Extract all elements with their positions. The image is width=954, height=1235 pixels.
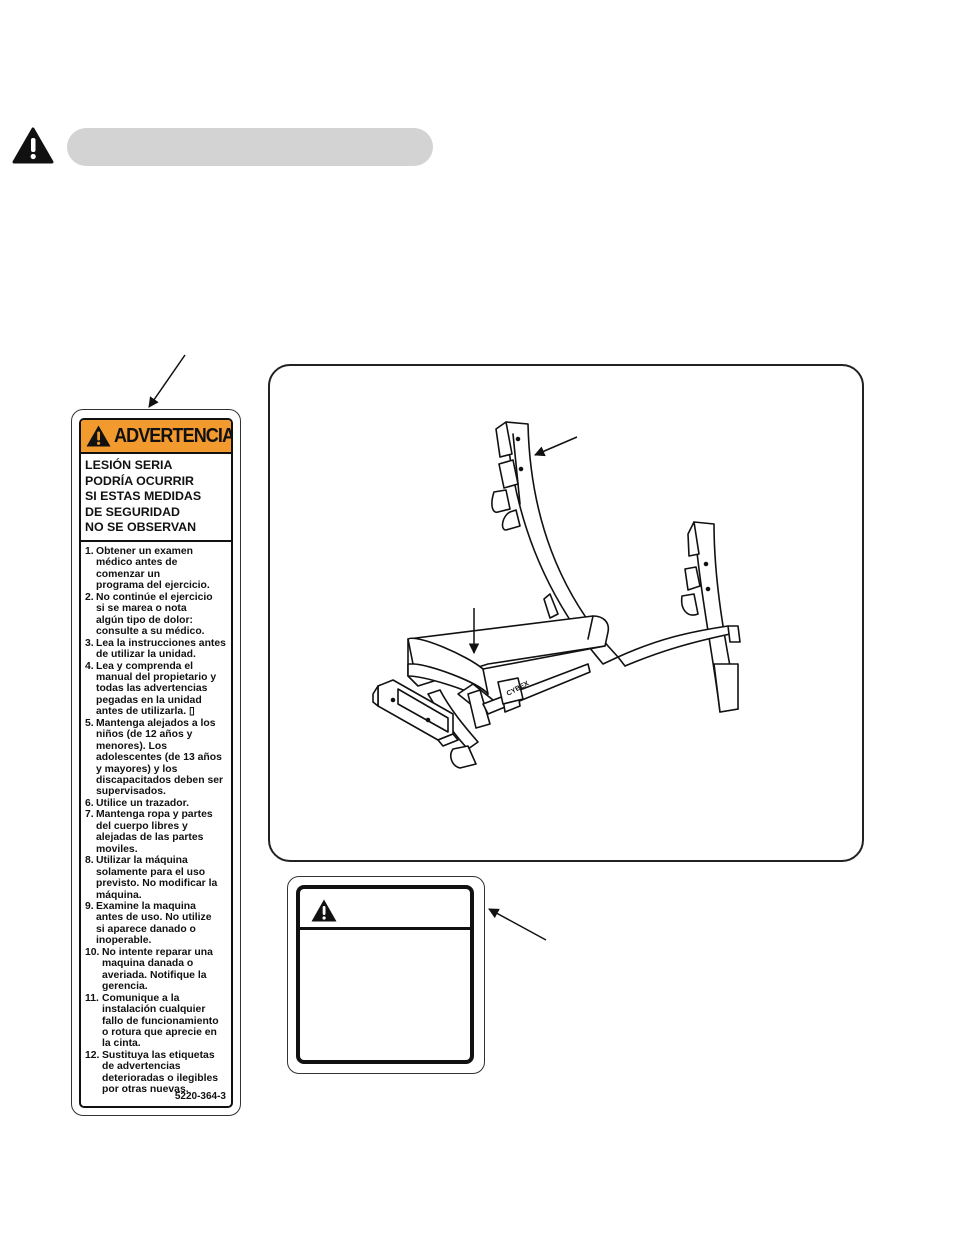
instruction-text: Lea la instrucciones antes de utilizar l… bbox=[96, 637, 226, 661]
instruction-item: 1.Obtener un examen médico antes de come… bbox=[85, 546, 228, 592]
instruction-item: 11.Comunique a la instalación cualquier … bbox=[85, 993, 228, 1050]
instruction-item: 10.No intente reparar una maquina danada… bbox=[85, 947, 228, 993]
instruction-text: Sustituya las etiquetas de advertencias … bbox=[102, 1049, 219, 1096]
instruction-text: Utilice un trazador. bbox=[96, 797, 189, 809]
warning-label: ADVERTENCIA LESIÓN SERIA PODRÍA OCURRIR … bbox=[79, 418, 233, 1108]
instruction-number: 5. bbox=[85, 717, 94, 729]
warning-triangle-icon bbox=[86, 425, 111, 447]
illustration-frame bbox=[268, 364, 864, 862]
instruction-text: Mantenga ropa y partes del cuerpo libres… bbox=[96, 809, 213, 855]
instruction-item: 9.Examine la maquina antes de uso. No ut… bbox=[85, 901, 228, 947]
front-foot-roller bbox=[377, 679, 454, 741]
instruction-number: 2. bbox=[85, 591, 94, 603]
instruction-item: 8.Utilizar la máquina solamente para el … bbox=[85, 855, 228, 901]
instruction-number: 11. bbox=[85, 992, 99, 1004]
warning-triangle-icon bbox=[12, 127, 54, 164]
instruction-list: 1.Obtener un examen médico antes de come… bbox=[81, 542, 231, 1096]
hazard-line: PODRÍA OCURRIR bbox=[85, 473, 194, 488]
hazard-line: NO SE OBSERVAN bbox=[85, 520, 197, 535]
instruction-text: Obtener un examen médico antes de comenz… bbox=[96, 545, 210, 592]
instruction-number: 12. bbox=[85, 1049, 100, 1061]
warning-label-outline bbox=[71, 409, 241, 1116]
instruction-text: No intente reparar una maquina danada o … bbox=[102, 946, 213, 993]
instruction-number: 9. bbox=[85, 901, 94, 913]
hazard-line: SI ESTAS MEDIDAS bbox=[85, 489, 202, 504]
label-part-number: 5220-364-3 bbox=[174, 1091, 226, 1102]
small-warning-label-outline bbox=[287, 876, 485, 1074]
instruction-item: 7.Mantenga ropa y partes del cuerpo libr… bbox=[85, 809, 228, 855]
instruction-text: Examine la maquina antes de uso. No util… bbox=[96, 901, 212, 947]
hazard-statement: LESIÓN SERIA PODRÍA OCURRIR SI ESTAS MED… bbox=[81, 454, 231, 542]
instruction-item: 4.Lea y comprenda el manual del propieta… bbox=[85, 661, 228, 718]
instruction-number: 7. bbox=[85, 809, 94, 821]
instruction-text: Mantenga alejados a los niños (de 12 año… bbox=[96, 717, 224, 798]
instruction-item: 3.Lea la instrucciones antes de utilizar… bbox=[85, 638, 228, 661]
instruction-number: 3. bbox=[85, 637, 94, 649]
small-label-divider bbox=[300, 927, 470, 930]
instruction-text: No continúe el ejercicio si se marea o n… bbox=[96, 591, 213, 638]
arrow-to-large-label bbox=[148, 354, 186, 408]
instruction-number: 4. bbox=[85, 660, 94, 672]
instruction-number: 8. bbox=[85, 855, 94, 867]
instruction-number: 1. bbox=[85, 545, 94, 557]
instruction-item: 2.No continúe el ejercicio si se marea o… bbox=[85, 592, 228, 638]
instruction-number: 10. bbox=[85, 946, 100, 958]
small-warning-label bbox=[296, 885, 474, 1064]
instruction-text: Lea y comprenda el manual del propietari… bbox=[96, 660, 217, 718]
instruction-item: 5.Mantenga alejados a los niños (de 12 a… bbox=[85, 718, 228, 798]
section-header-bar bbox=[67, 128, 433, 166]
signal-word: ADVERTENCIA bbox=[114, 424, 233, 447]
warning-label-header: ADVERTENCIA bbox=[81, 420, 231, 454]
instruction-item: 12.Sustituya las etiquetas de advertenci… bbox=[85, 1050, 228, 1096]
instruction-number: 6. bbox=[85, 797, 94, 809]
instruction-text: Comunique a la instalación cualquier fal… bbox=[102, 992, 219, 1050]
bench-illustration: CYBEX bbox=[372, 421, 741, 769]
instruction-item: 6.Utilice un trazador. bbox=[85, 798, 228, 809]
hazard-line: DE SEGURIDAD bbox=[85, 504, 181, 519]
warning-triangle-icon bbox=[311, 899, 337, 922]
hazard-line: LESIÓN SERIA bbox=[85, 458, 173, 472]
arrow-to-small-label bbox=[488, 908, 547, 941]
instruction-text: Utilizar la máquina solamente para el us… bbox=[96, 855, 218, 901]
